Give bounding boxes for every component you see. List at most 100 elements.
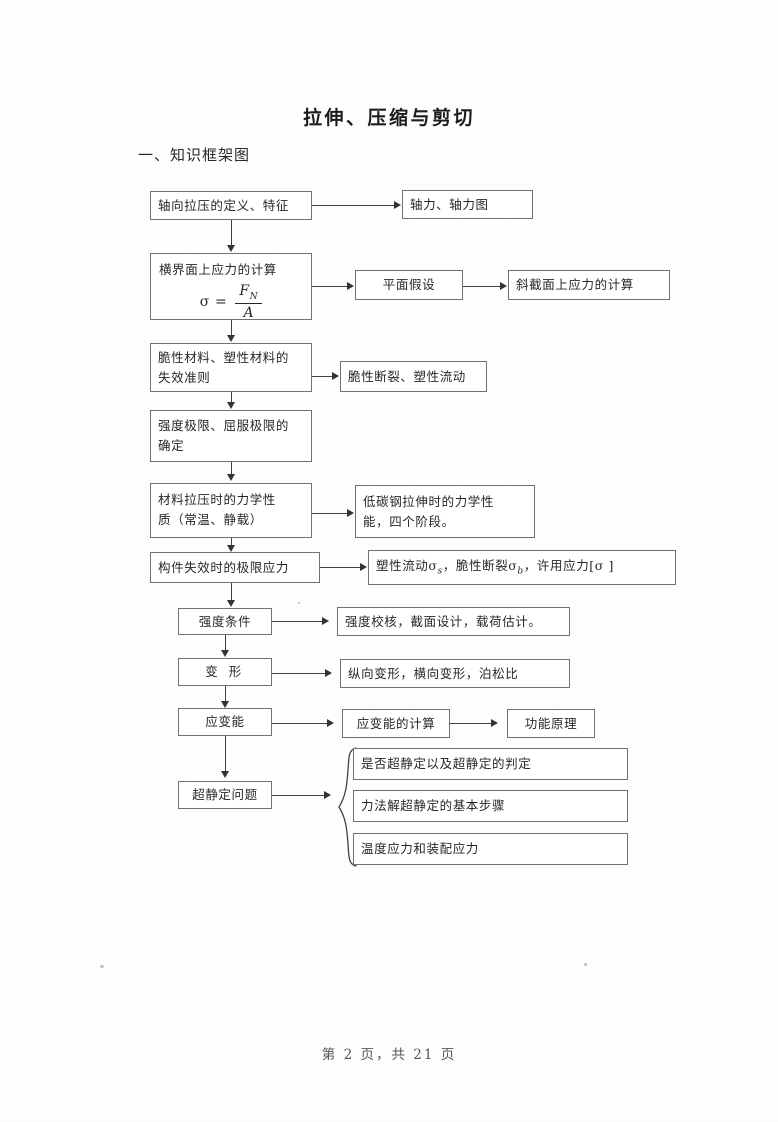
connector-n9-n11 [231,538,232,546]
scan-speck [584,963,587,966]
arrowhead-n1-n3 [227,245,235,252]
flow-node-label-line2: 确定 [158,438,185,454]
connector-n17-n18 [272,723,328,724]
arrowhead-n13-n14 [322,617,329,625]
arrowhead-n18-n19 [491,719,498,727]
connector-n3-n6 [231,320,232,336]
flow-node-label-line1: 材料拉压时的力学性 [158,492,276,507]
flow-node-cross-section-stress: 横界面上应力的计算 σ = FN A [150,253,312,321]
connector-n6-n8 [231,392,232,403]
flow-node-plane-assumption: 平面假设 [355,270,463,300]
connector-n6-n7 [312,376,333,377]
flow-node-label-line2: 质（常温、静载） [158,512,263,528]
connector-n13-n15 [225,635,226,651]
flow-node-label: 强度校核，截面设计，载荷估计。 [345,613,542,629]
flow-node-indeterminacy-judgement: 是否超静定以及超静定的判定 [353,748,628,780]
flow-node-label: 平面假设 [382,277,436,293]
flow-node-label: 强度条件 [198,613,252,629]
stress-formula: σ = FN A [159,283,303,321]
connector-n8-n9 [231,462,232,475]
flow-node-failure-criterion: 脆性材料、塑性材料的 失效准则 [150,343,312,392]
connector-n15-n17 [225,686,226,702]
page-title: 拉伸、压缩与剪切 [302,107,475,129]
formula-fraction: FN A [235,283,263,321]
flow-node-label: 构件失效时的极限应力 [158,559,290,575]
connector-n9-n10 [312,513,348,514]
connector-n20-brace [272,795,325,796]
flow-node-deformation: 变 形 [178,658,272,686]
formula-numerator: FN [235,283,263,304]
flow-node-label: 应变能的计算 [356,715,436,731]
flow-node-label: 应变能 [205,714,245,730]
arrowhead-n8-n9 [227,474,235,481]
flow-node-label: 超静定问题 [192,787,258,803]
formula-lhs: σ [199,293,210,310]
flow-node-inclined-section-stress: 斜截面上应力的计算 [508,270,670,300]
curly-brace [336,746,358,868]
connector-n11-n12 [320,567,361,568]
connector-n1-n3 [231,220,232,246]
flow-node-deformation-details: 纵向变形，横向变形，泊松比 [340,659,570,688]
flow-node-allowable-stress: 塑性流动σs，脆性断裂σb，许用应力[σ ] [368,550,676,585]
flow-node-label-line2: 失效准则 [158,370,211,386]
flow-node-ultimate-stress: 构件失效时的极限应力 [150,552,320,583]
scan-speck [100,965,104,968]
flow-node-thermal-assembly-stress: 温度应力和装配应力 [353,833,628,865]
flow-node-label: 脆性断裂、塑性流动 [348,368,466,384]
formula-equals: = [215,293,228,310]
arrowhead-n17-n20 [221,771,229,778]
flow-node-label: 轴向拉压的定义、特征 [158,197,290,213]
flow-node-label: 纵向变形，横向变形，泊松比 [348,665,519,681]
flow-node-force-method-steps: 力法解超静定的基本步骤 [353,790,628,822]
flow-node-label: 塑性流动σs，脆性断裂σb，许用应力[σ ] [376,557,614,577]
arrowhead-n3-n4 [347,282,354,290]
formula-denominator: A [243,304,255,321]
arrowhead-n6-n7 [332,372,339,380]
flow-node-statically-indeterminate: 超静定问题 [178,781,272,809]
arrowhead-n17-n18 [327,719,334,727]
arrowhead-n4-n5 [500,282,507,290]
connector-n1-n2 [312,205,395,206]
flow-node-material-mechanical-properties: 材料拉压时的力学性 质（常温、静载） [150,483,312,538]
flow-node-low-carbon-steel-stages: 低碳钢拉伸时的力学性 能，四个阶段。 [355,485,535,538]
flow-node-work-energy-principle: 功能原理 [507,709,595,738]
arrowhead-n20-brace [324,791,331,799]
flow-node-brittle-fracture-plastic-flow: 脆性断裂、塑性流动 [340,361,487,392]
flow-node-strength-check: 强度校核，截面设计，载荷估计。 [337,607,570,636]
arrowhead-n11-n13 [227,600,235,607]
arrowhead-n3-n6 [227,335,235,342]
page-footer: 第 2 页，共 21 页 [321,1047,457,1063]
flow-node-label-line2: 能，四个阶段。 [363,514,455,530]
arrowhead-n9-n11 [227,545,235,552]
arrowhead-n13-n15 [221,650,229,657]
flow-node-axial-definition: 轴向拉压的定义、特征 [150,191,312,220]
connector-n13-n14 [272,621,323,622]
connector-n11-n13 [231,583,232,601]
flow-node-label: 力法解超静定的基本步骤 [361,798,506,814]
flow-node-label: 温度应力和装配应力 [361,841,479,857]
connector-n4-n5 [463,286,501,287]
flow-node-label: 横界面上应力的计算 [159,262,277,277]
arrowhead-n9-n10 [347,509,354,517]
flow-node-strength-yield-limit: 强度极限、屈服极限的 确定 [150,410,312,462]
connector-n17-n20 [225,736,226,772]
arrowhead-n1-n2 [394,201,401,209]
connector-n15-n16 [272,673,326,674]
scan-speck [298,602,300,604]
arrowhead-n15-n16 [325,669,332,677]
connector-n18-n19 [450,723,492,724]
section-heading: 一、知识框架图 [138,146,251,164]
flow-node-label: 轴力、轴力图 [410,196,489,212]
flow-node-label: 变 形 [205,664,245,680]
flow-node-label: 斜截面上应力的计算 [516,277,634,293]
arrowhead-n15-n17 [221,701,229,708]
flow-node-label-line1: 脆性材料、塑性材料的 [158,350,290,365]
connector-n3-n4 [312,286,348,287]
flow-node-label-line1: 强度极限、屈服极限的 [158,418,290,433]
flow-node-axial-force-diagram: 轴力、轴力图 [402,190,533,219]
flow-node-label-line1: 低碳钢拉伸时的力学性 [363,494,495,509]
arrowhead-n11-n12 [360,563,367,571]
flow-node-label: 功能原理 [524,715,578,731]
